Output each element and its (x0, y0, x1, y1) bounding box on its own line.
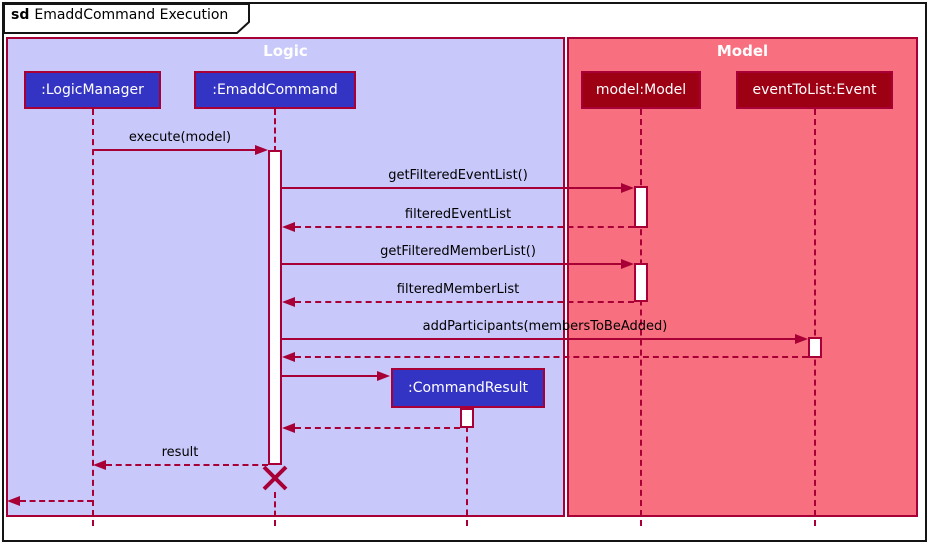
message-label-filteredmemberlist: filteredMemberList (396, 282, 520, 297)
destroy-x-icon (262, 465, 288, 491)
logic-frame-label: Logic (263, 42, 308, 60)
arrowhead-left-icon (282, 423, 295, 433)
participant-eventtolist: eventToList:Event (736, 71, 893, 109)
message-filteredmemberlist (295, 301, 634, 303)
diagram-title-text: EmaddCommand Execution (34, 7, 229, 23)
message-final-return (20, 500, 93, 502)
model-frame: Model (567, 37, 918, 517)
arrowhead-left-icon (282, 297, 295, 307)
message-label-result: result (161, 445, 199, 460)
participant-eventtolist-label: eventToList:Event (752, 82, 877, 98)
model-frame-label: Model (716, 42, 769, 60)
participant-commandresult: :CommandResult (391, 368, 545, 408)
lifeline-logicmanager (92, 109, 94, 526)
participant-emaddcommand-label: :EmaddCommand (212, 82, 338, 98)
participant-emaddcommand: :EmaddCommand (194, 71, 356, 109)
arrowhead-left-icon (7, 496, 20, 506)
arrowhead-right-icon (621, 183, 634, 193)
lifeline-emaddcommand-lower (274, 492, 276, 526)
activation-eventtolist (808, 337, 822, 358)
participant-logicmanager-label: :LogicManager (41, 82, 144, 98)
message-label-getfilteredmemberlist: getFilteredMemberList() (380, 244, 536, 259)
sd-keyword: sd (11, 7, 30, 23)
message-getfilteredeventlist (282, 187, 622, 189)
lifeline-commandresult (466, 426, 468, 526)
message-label-filteredeventlist: filteredEventList (404, 207, 512, 222)
arrowhead-right-icon (621, 259, 634, 269)
participant-model: model:Model (581, 71, 701, 109)
message-result (106, 464, 268, 466)
participant-commandresult-label: :CommandResult (408, 380, 528, 396)
arrowhead-right-icon (795, 334, 808, 344)
arrowhead-right-icon (255, 145, 268, 155)
message-commandresult-return (295, 427, 460, 429)
message-label-execute: execute(model) (128, 130, 232, 145)
message-filteredeventlist (295, 226, 634, 228)
activation-commandresult (460, 408, 474, 428)
arrowhead-right-icon (377, 371, 390, 381)
message-execute (93, 149, 257, 151)
message-addparticipants-return (295, 356, 808, 358)
lifeline-emaddcommand-upper (274, 109, 276, 152)
participant-logicmanager: :LogicManager (24, 71, 161, 109)
arrowhead-left-icon (93, 460, 106, 470)
arrowhead-left-icon (282, 352, 295, 362)
activation-model-2 (634, 263, 648, 302)
activation-model-1 (634, 186, 648, 228)
arrowhead-left-icon (282, 222, 295, 232)
title-tab (3, 3, 250, 34)
message-getfilteredmemberlist (282, 263, 622, 265)
message-create-commandresult (282, 375, 378, 377)
message-label-getfilteredeventlist: getFilteredEventList() (388, 168, 528, 183)
lifeline-model (640, 109, 642, 526)
participant-model-label: model:Model (595, 82, 687, 98)
lifeline-eventtolist (814, 109, 816, 526)
message-label-addparticipants: addParticipants(membersToBeAdded) (422, 319, 668, 334)
message-addparticipants (282, 338, 796, 340)
activation-emaddcommand (268, 150, 282, 465)
logic-frame: Logic (6, 37, 565, 517)
